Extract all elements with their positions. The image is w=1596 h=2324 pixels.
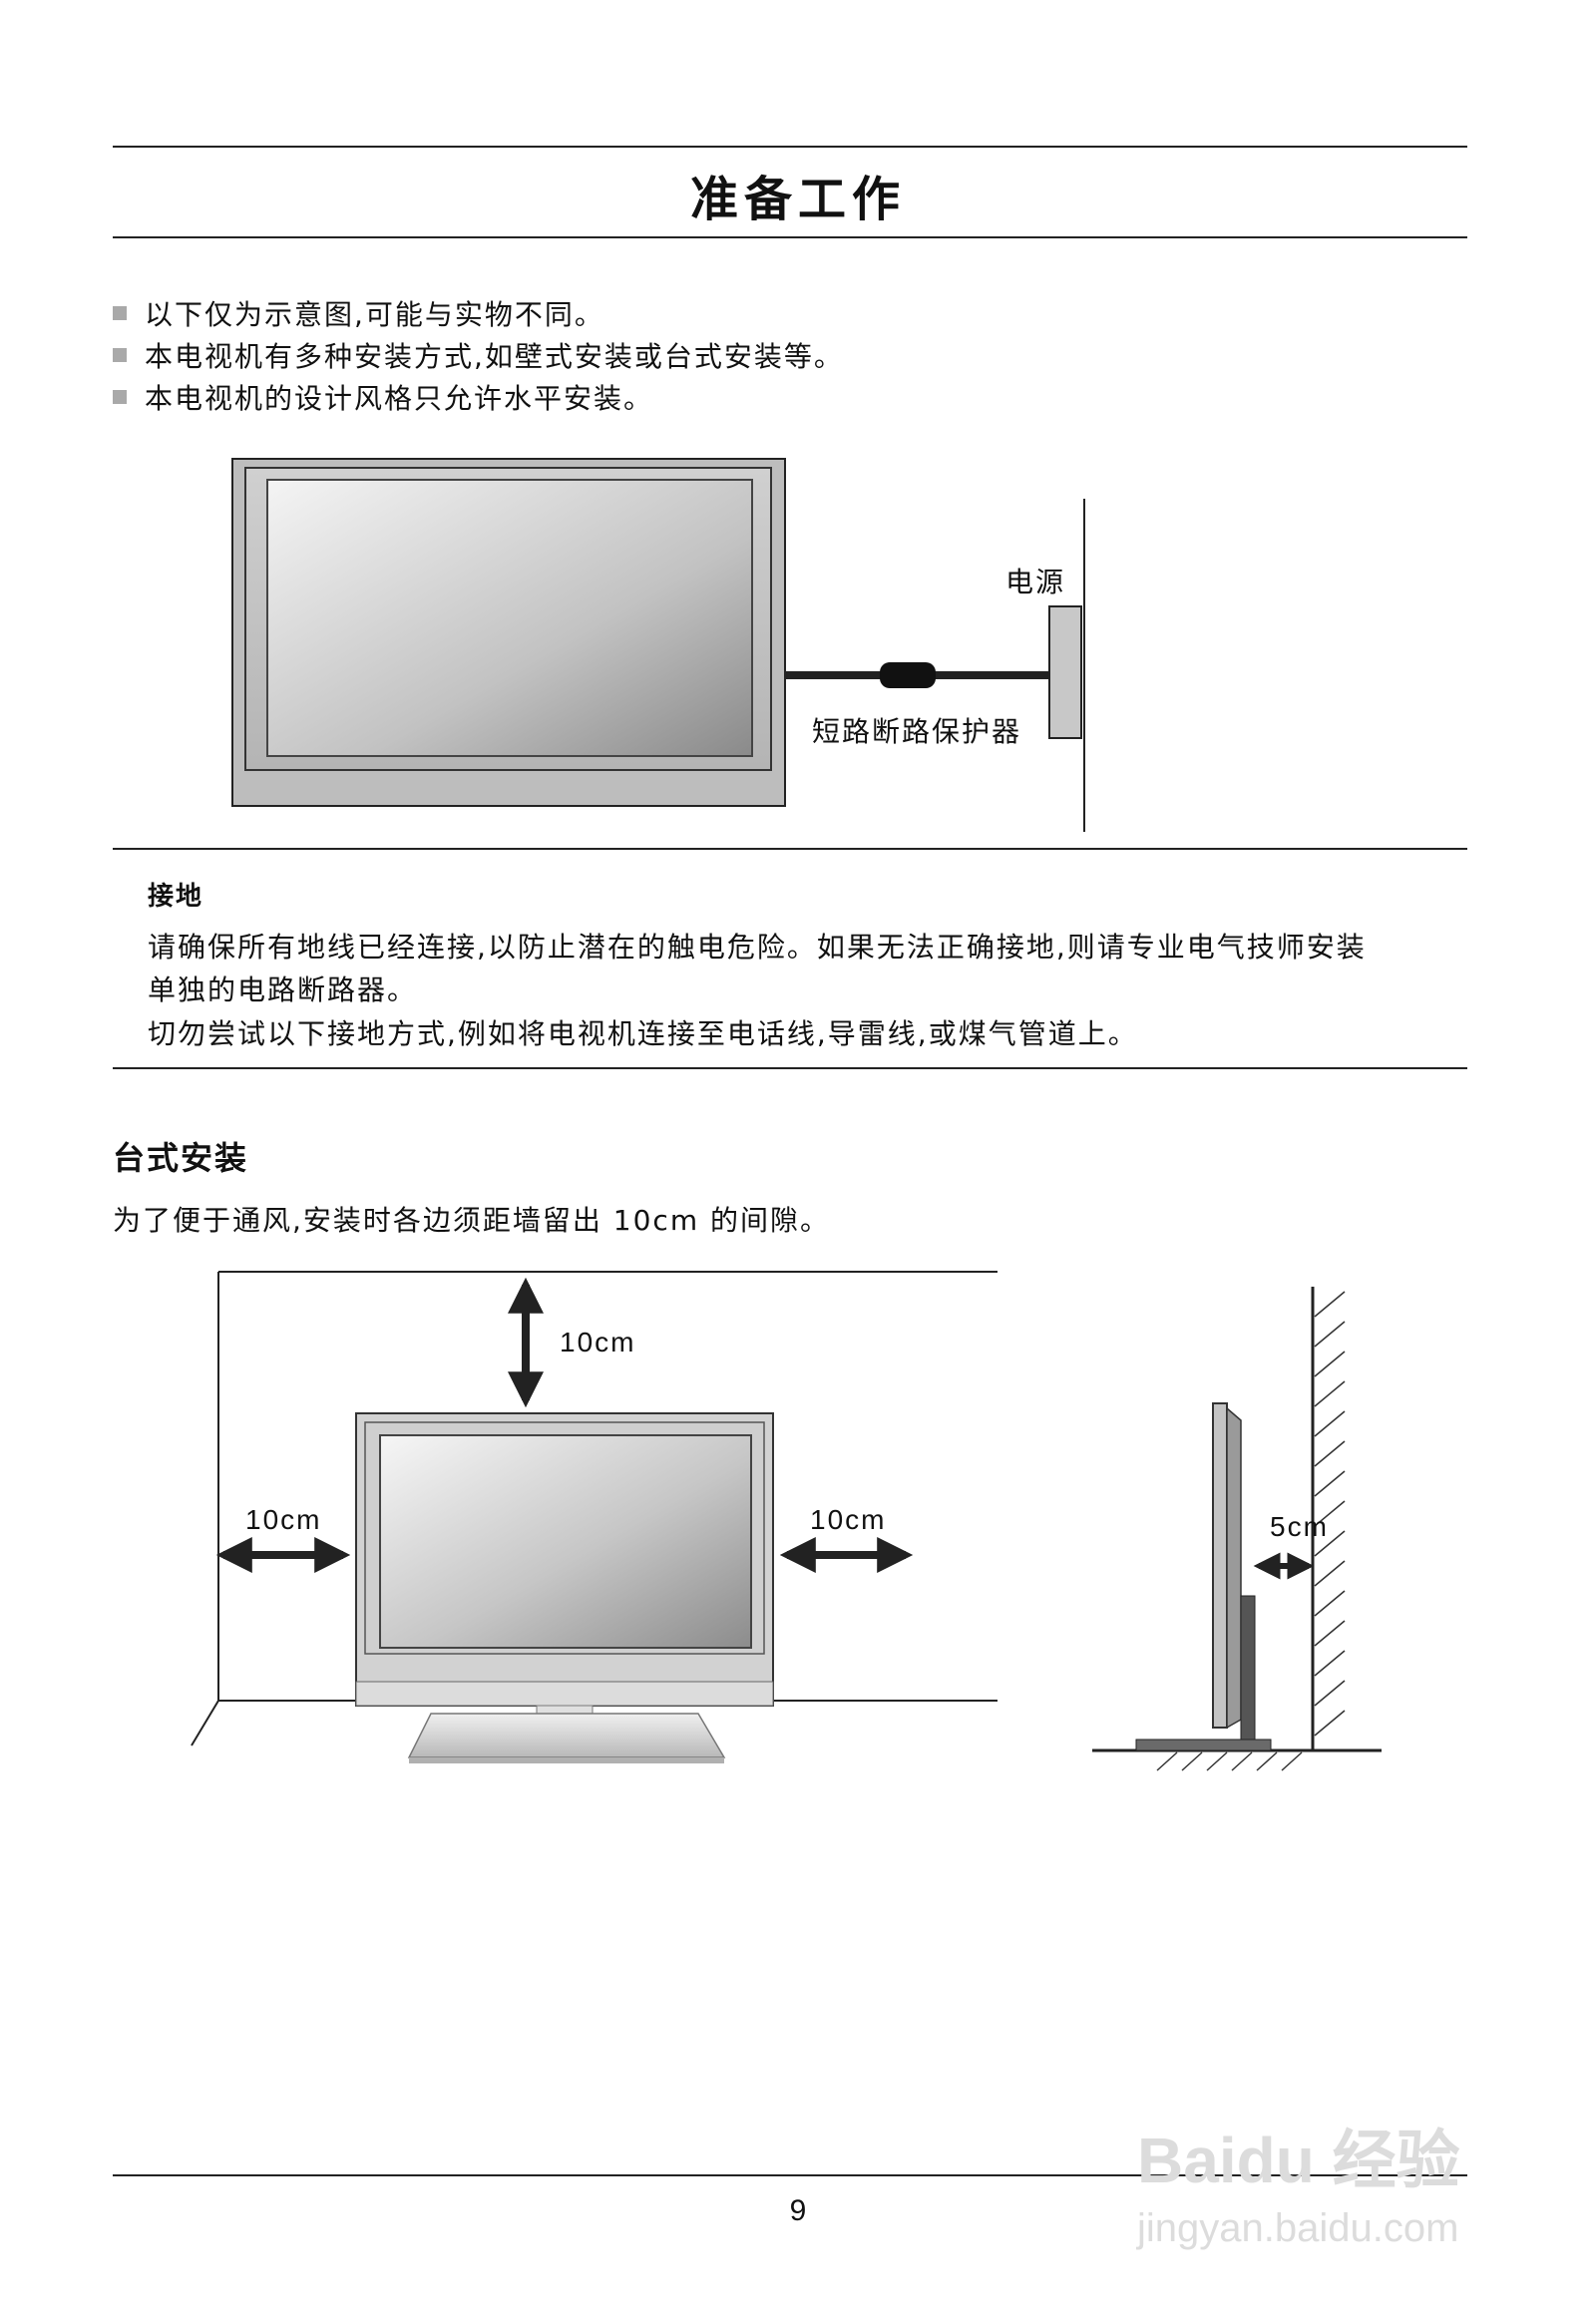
bullet-square-icon [113,348,127,362]
side-gap-label: 5cm [1270,1511,1329,1542]
header-bottom-rule [113,236,1467,238]
grounding-line: 单独的电路断路器。 [148,973,418,1006]
tv-power-figure [231,458,1085,832]
note-item: 本电视机的设计风格只允许水平安装。 [113,377,653,417]
page-title: 准备工作 [689,172,906,227]
tv-front-on-stand [355,1412,774,1763]
tv-front-illustration [231,458,786,807]
top-gap-label: 10cm [560,1327,636,1357]
grounding-top-rule [113,848,1467,850]
header-top-rule [113,146,1467,148]
power-outlet [1048,605,1082,739]
grounding-bottom-rule [113,1067,1467,1069]
page-number: 9 [789,2194,807,2227]
grounding-line: 切勿尝试以下接地方式,例如将电视机连接至电话线,导雷线,或煤气管道上。 [148,1017,1138,1050]
bullet-square-icon [113,306,127,320]
footer-rule [113,2174,1467,2176]
power-cord [785,662,1050,688]
watermark-logo: Baidu 经验 [1137,2125,1460,2196]
grounding-line: 请确保所有地线已经连接,以防止潜在的触电危险。如果无法正确接地,则请专业电气技师… [148,931,1367,964]
watermark-url: jingyan.baidu.com [1137,2206,1459,2250]
power-label: 电源 [1005,566,1066,598]
note-item: 本电视机有多种安装方式,如壁式安装或台式安装等。 [113,335,844,375]
section-heading: 台式安装 [113,1139,249,1177]
left-gap-label: 10cm [245,1504,322,1535]
section-description: 为了便于通风,安装时各边须距墙留出 10cm 的间隙。 [113,1204,831,1237]
grounding-heading: 接地 [148,882,204,912]
desk-install-figure [191,1271,1382,1771]
right-gap-label: 10cm [810,1504,887,1535]
breaker-label: 短路断路保护器 [812,715,1022,748]
bullet-square-icon [113,390,127,404]
note-item: 以下仅为示意图,可能与实物不同。 [113,293,604,333]
tv-side-view [1092,1287,1382,1771]
